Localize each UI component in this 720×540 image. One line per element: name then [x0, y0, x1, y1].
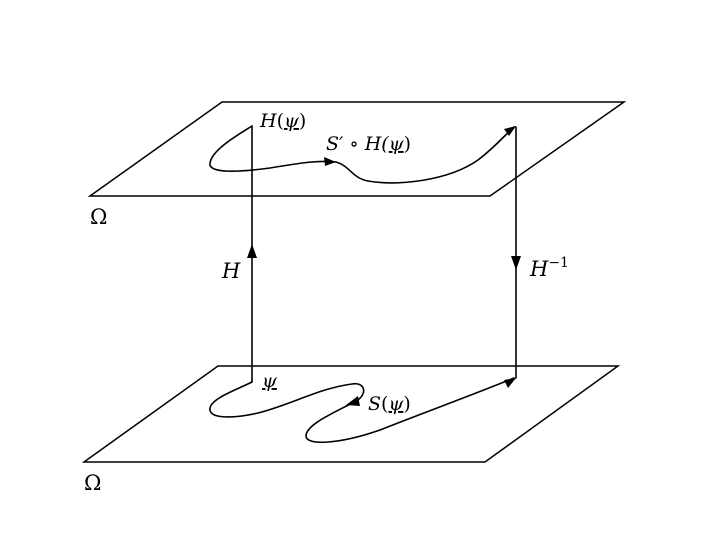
top-domain-label: Ω — [90, 205, 107, 229]
map-down-label: H−1 — [529, 255, 569, 281]
map-up-arrowhead — [247, 244, 257, 258]
map-up-label: H — [221, 259, 241, 283]
top-plane — [87, 101, 627, 197]
bottom-domain-label: Ω — [84, 471, 101, 495]
top-start-label: H(ψ) — [259, 110, 306, 132]
bottom-curve-arrowhead — [346, 396, 360, 406]
top-curve-arrowhead — [324, 157, 336, 166]
bottom-curve-label: S(ψ) — [368, 393, 411, 415]
top-plane-curve — [209, 125, 515, 184]
map-down-arrowhead — [511, 256, 521, 270]
bottom-plane — [81, 365, 621, 463]
bottom-plane-curve — [209, 377, 515, 444]
top-curve-label: S′ ∘ H(ψ) — [326, 133, 411, 155]
top-curve-end-arrowhead — [504, 126, 516, 136]
bottom-curve-end-arrowhead — [504, 378, 516, 388]
bottom-start-label: ψ — [262, 370, 278, 392]
